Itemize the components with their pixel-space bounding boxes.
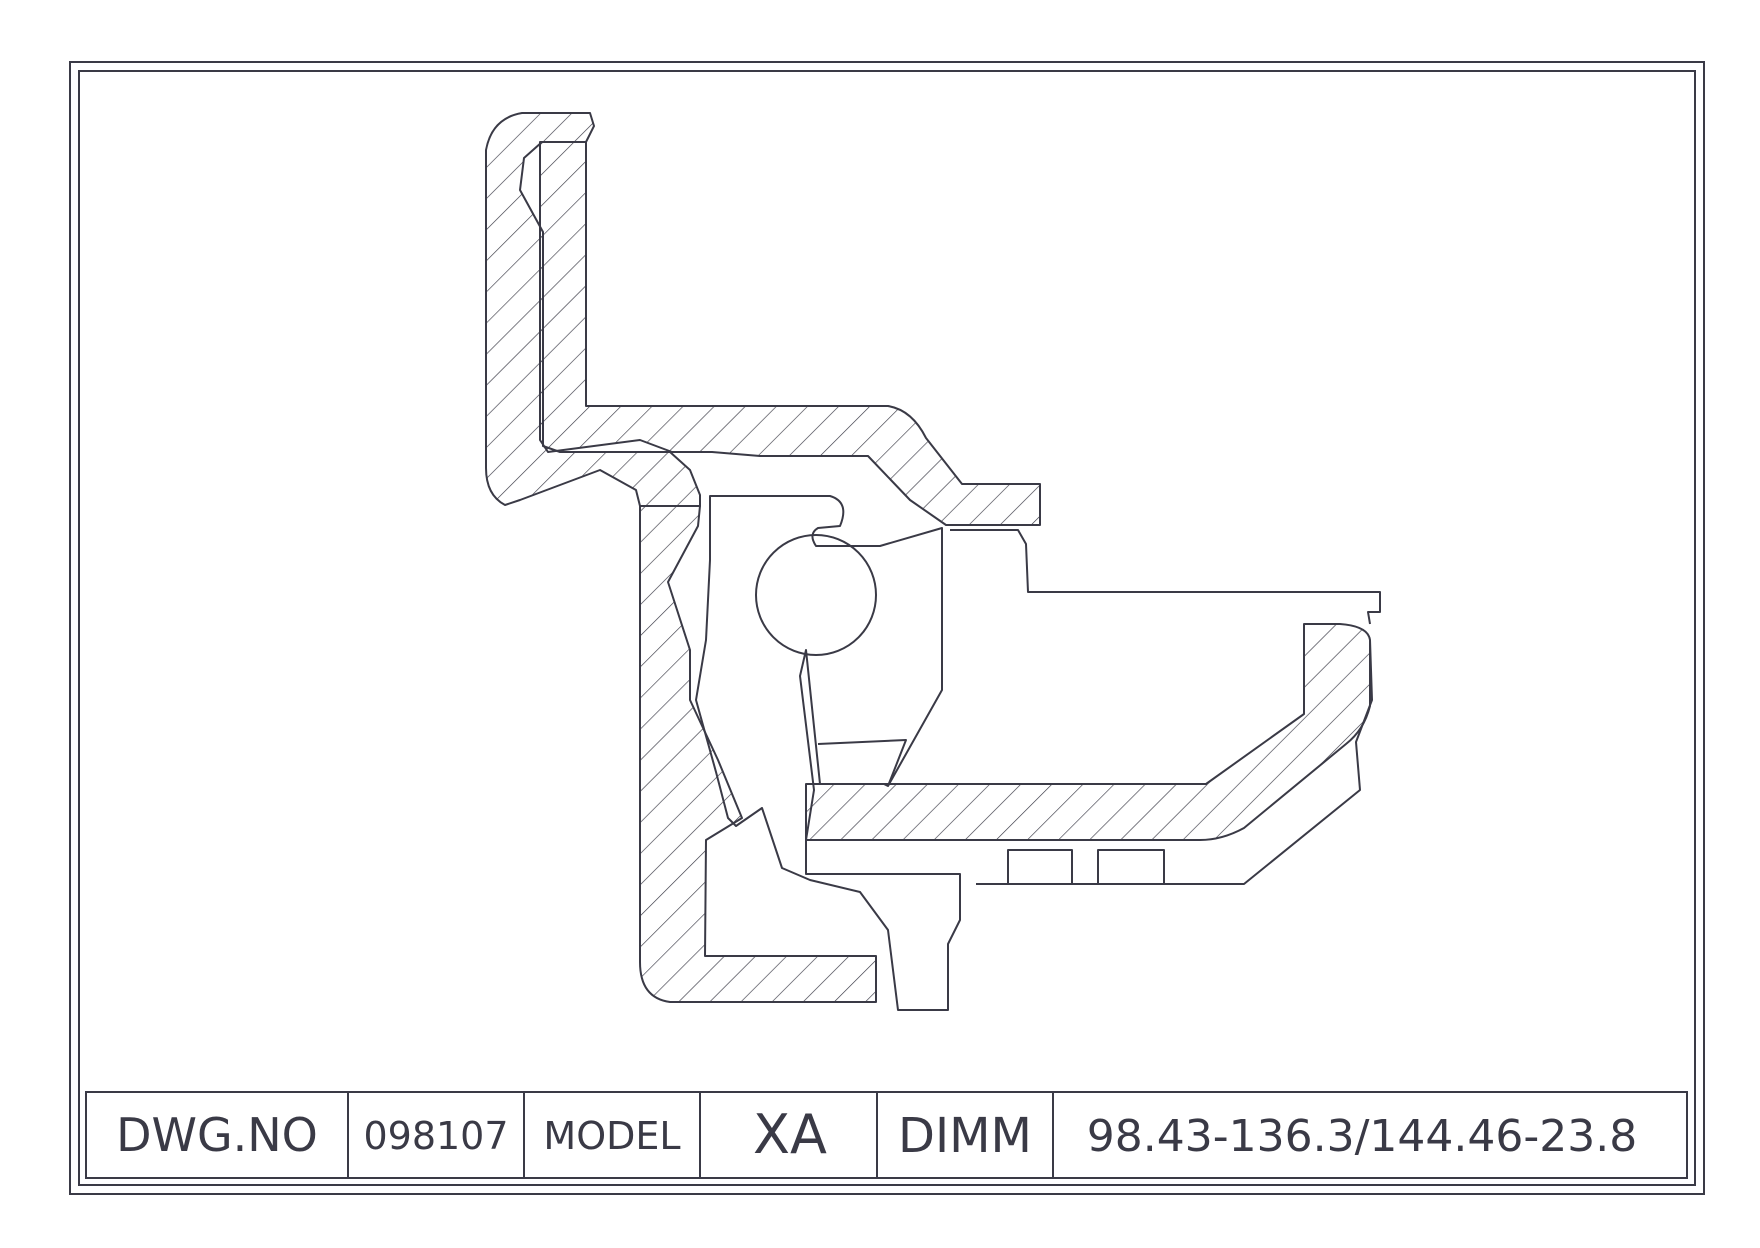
vent-block-left <box>1007 849 1073 885</box>
garter-spring <box>755 534 877 656</box>
outer-border <box>69 61 1705 1195</box>
title-block-frame <box>85 1091 1688 1179</box>
spring-groove <box>950 529 1381 625</box>
seal-cross-section <box>485 112 1371 1003</box>
title-block: DWG.NO 098107 MODEL XA DIMM 98.43-136.3/… <box>85 1091 1688 1179</box>
dust-lip-contour <box>976 639 1373 885</box>
lip-body-outline <box>695 495 1381 1011</box>
inner-border <box>78 70 1696 1186</box>
inner-case-upper <box>539 141 1041 526</box>
model-value: XA <box>753 1103 827 1166</box>
rubber-lower-flange <box>805 623 1371 841</box>
dimm-value: 98.43-136.3/144.46-23.8 <box>1087 1111 1637 1162</box>
vent-block-right <box>1097 849 1165 885</box>
model-label: MODEL <box>543 1114 680 1158</box>
outer-case-wall <box>639 505 877 1003</box>
dwg-no-label: DWG.NO <box>116 1108 318 1162</box>
lip-body <box>695 495 961 1011</box>
dwg-no-value: 098107 <box>363 1114 508 1158</box>
dimm-label: DIMM <box>898 1108 1032 1164</box>
lip-chamfer <box>817 739 907 787</box>
